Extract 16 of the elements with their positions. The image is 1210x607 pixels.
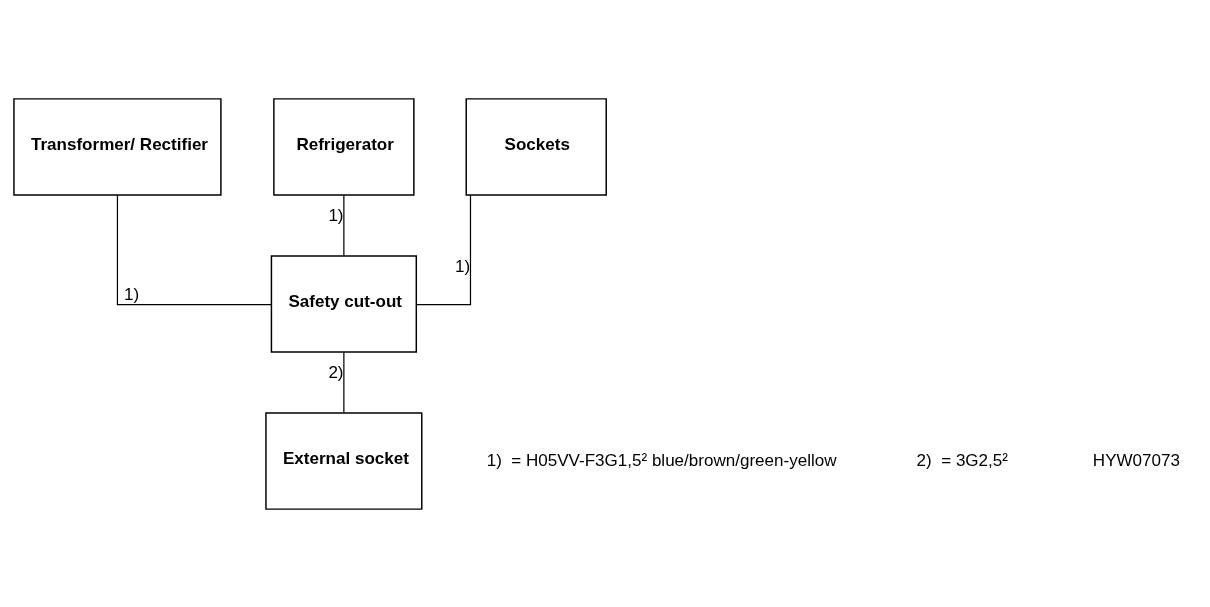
connector (415, 194, 472, 305)
connector (343, 194, 345, 256)
node-box: Sockets (465, 97, 607, 196)
label: HYW07073 (1092, 450, 1180, 470)
connector (116, 194, 272, 305)
edge-label: 1) (124, 284, 140, 304)
edge-label: 2) (328, 362, 344, 382)
label: 1) = H05VV-F3G1,5² blue/brown/green-yellow (486, 450, 837, 470)
edge-label: 1) (328, 205, 344, 225)
node-box: External socket (265, 411, 423, 510)
node-box: Safety cut-out (270, 254, 418, 353)
node-box: Transformer/ Rectifier (13, 97, 222, 196)
label: 2) = 3G2,5² (916, 450, 1008, 470)
node-box: Refrigerator (273, 97, 415, 196)
connector (343, 351, 345, 413)
edge-label: 1) (454, 256, 471, 276)
